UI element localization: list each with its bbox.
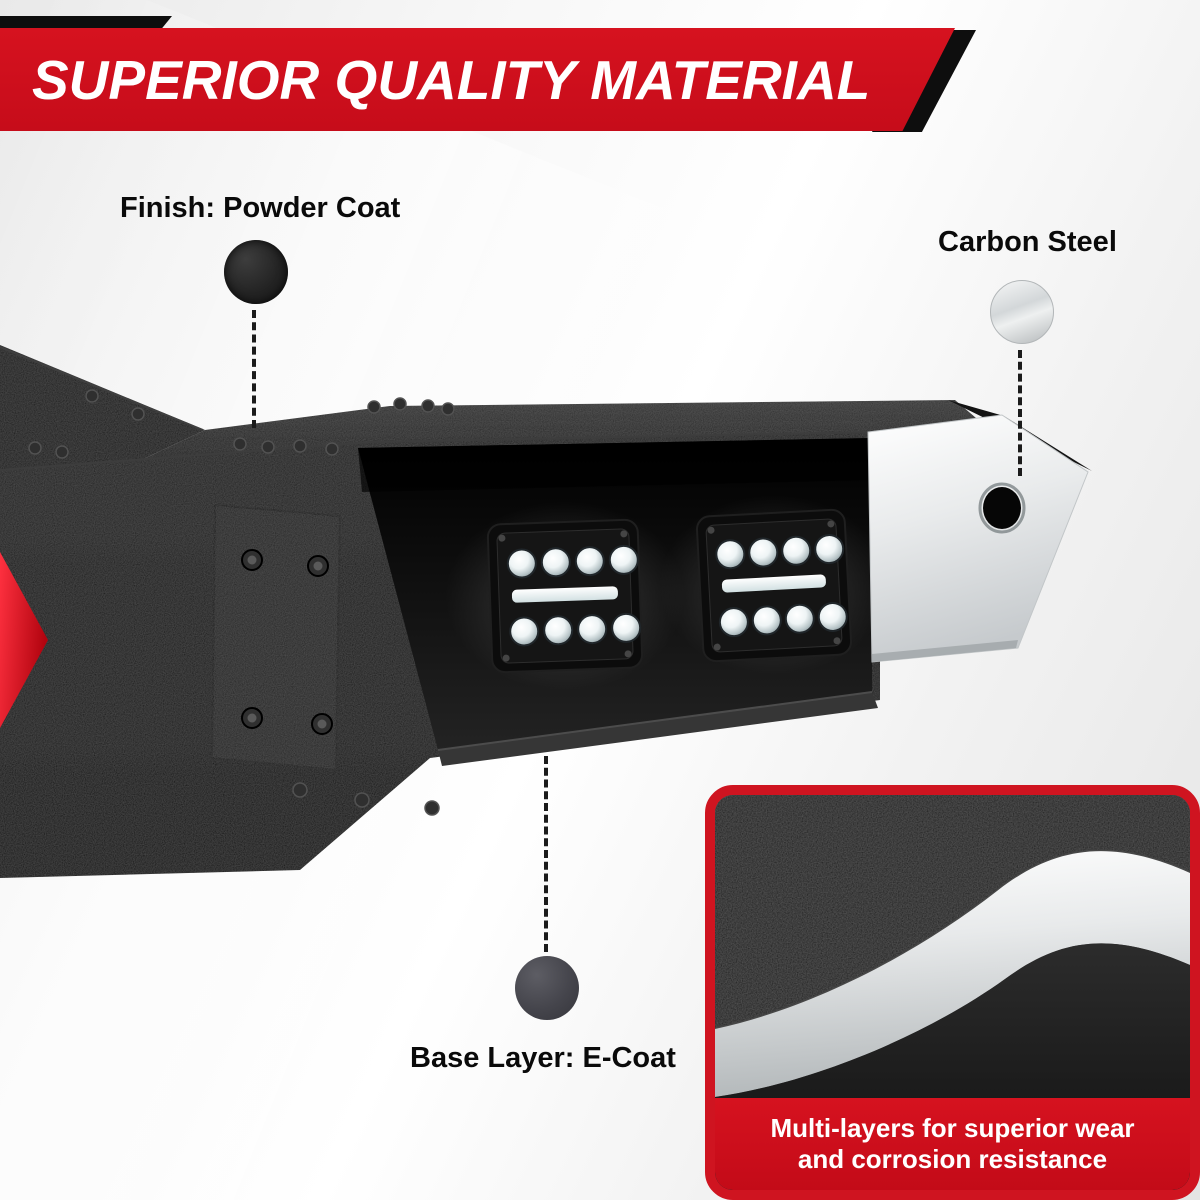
e-coat-swatch-icon — [515, 956, 579, 1020]
detail-inset-card: Multi-layers for superior wear and corro… — [705, 785, 1200, 1200]
powder-coat-swatch-icon — [224, 240, 288, 304]
banner-ribbon: SUPERIOR QUALITY MATERIAL — [0, 28, 955, 131]
banner-title: SUPERIOR QUALITY MATERIAL — [32, 48, 871, 111]
recess-bottom-lip — [437, 691, 878, 766]
tail-light-sliver — [0, 552, 48, 728]
bumper-top-face — [120, 400, 990, 470]
bumper-top-left-wedge — [0, 345, 205, 470]
led-pod-right — [695, 508, 853, 663]
carbon-steel-swatch-icon — [990, 280, 1054, 344]
led-pod-left — [486, 518, 644, 674]
inset-caption-line1: Multi-layers for superior wear — [770, 1113, 1135, 1143]
front-edge-highlight — [0, 431, 881, 471]
wedge-edge-highlight — [0, 346, 204, 431]
callout-carbon-steel-label: Carbon Steel — [938, 226, 1117, 258]
inset-caption: Multi-layers for superior wear and corro… — [715, 1098, 1190, 1190]
powder-coat-leader-line — [252, 310, 256, 428]
bumper-product-photo — [0, 345, 1092, 878]
e-coat-leader-line — [544, 756, 548, 952]
callout-powder-coat-label: Finish: Powder Coat — [120, 192, 401, 224]
end-cap-hole — [983, 487, 1021, 529]
bolt-heads — [28, 389, 455, 816]
plate-bolts — [241, 549, 333, 735]
steel-end-cap — [867, 414, 1089, 663]
callout-e-coat-label: Base Layer: E-Coat — [410, 1042, 676, 1074]
carbon-steel-leader-line — [1018, 350, 1022, 476]
inset-caption-line2: and corrosion resistance — [797, 1144, 1108, 1174]
mounting-plate — [210, 503, 342, 772]
steel-layer — [715, 851, 1190, 1097]
